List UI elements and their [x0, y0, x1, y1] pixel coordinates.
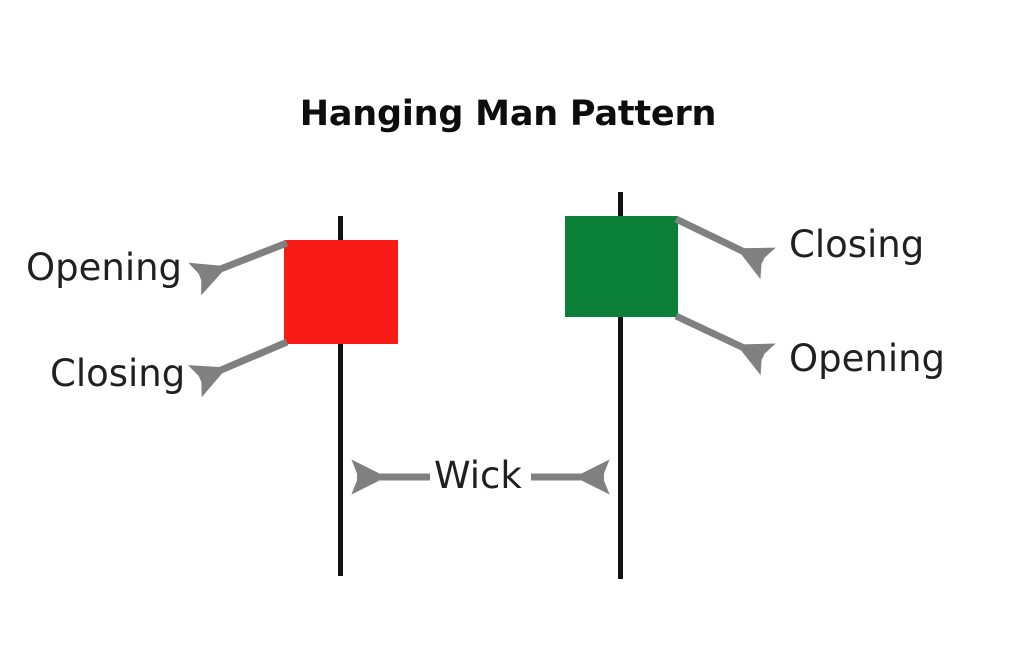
- arrow-opening-left: [188, 239, 289, 296]
- label-wick: Wick: [434, 454, 522, 497]
- label-closing-right: Closing: [789, 223, 925, 266]
- arrow-opening-right: [674, 312, 776, 376]
- arrow-closing-left: [187, 338, 289, 398]
- label-closing-left: Closing: [50, 352, 186, 395]
- bullish-candle-body: [565, 216, 678, 317]
- label-opening-right: Opening: [789, 337, 946, 380]
- bearish-candle-wick: [338, 216, 343, 576]
- page-title: Hanging Man Pattern: [299, 94, 717, 134]
- arrow-closing-right: [674, 215, 776, 280]
- bearish-candle-body: [284, 240, 398, 344]
- bullish-candle-wick: [618, 192, 623, 579]
- label-opening-left: Opening: [26, 246, 183, 289]
